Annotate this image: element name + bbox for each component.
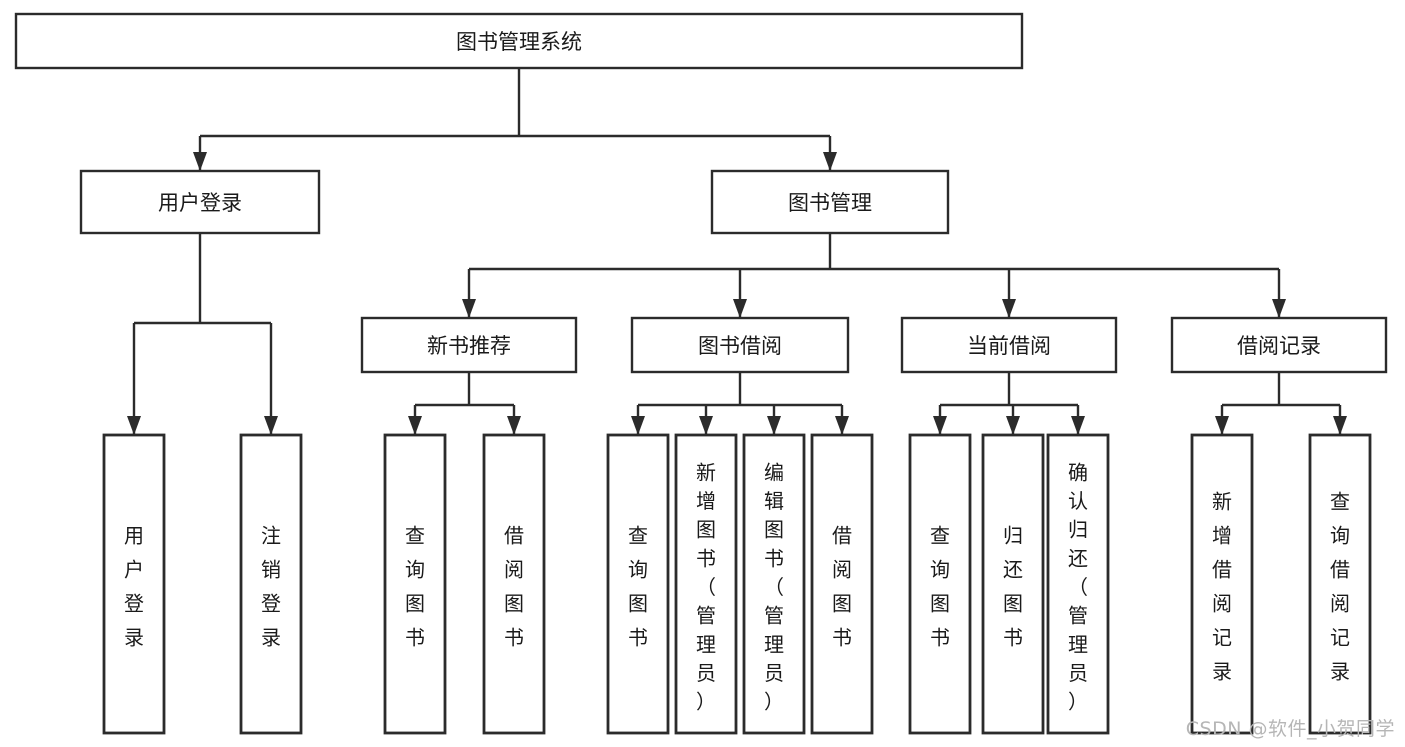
node-leaf-confirm-return[interactable]: 确认归还（管理员） <box>1046 433 1110 735</box>
node-book-borrow[interactable]: 图书借阅 <box>630 316 850 374</box>
node-label: 归还图书 <box>1003 524 1023 650</box>
node-label: 借阅图书 <box>832 524 852 650</box>
node-leaf-add-record[interactable]: 新增借阅记录 <box>1190 433 1254 735</box>
node-leaf-query-book-3[interactable]: 查询图书 <box>908 433 972 735</box>
node-root-system[interactable]: 图书管理系统 <box>14 12 1024 70</box>
connectors-layer <box>127 68 1347 435</box>
node-leaf-edit-book[interactable]: 编辑图书（管理员） <box>742 433 806 735</box>
node-label: 查询图书 <box>628 524 648 650</box>
node-leaf-user-login[interactable]: 用户登录 <box>102 433 166 735</box>
node-label: 查询图书 <box>405 524 425 650</box>
node-leaf-return-book[interactable]: 归还图书 <box>981 433 1045 735</box>
node-label: 编辑图书（管理员） <box>764 460 784 713</box>
node-label: 用户登录 <box>158 191 242 215</box>
node-leaf-query-book-1[interactable]: 查询图书 <box>383 433 447 735</box>
nodes-layer: 图书管理系统用户登录图书管理新书推荐图书借阅当前借阅借阅记录用户登录注销登录查询… <box>14 12 1388 735</box>
node-label: 图书管理 <box>788 191 872 215</box>
node-new-book-recommend[interactable]: 新书推荐 <box>360 316 578 374</box>
node-label: 借阅图书 <box>504 524 524 650</box>
node-label: 注销登录 <box>261 524 281 650</box>
node-leaf-borrow-book-1[interactable]: 借阅图书 <box>482 433 546 735</box>
node-leaf-borrow-book-2[interactable]: 借阅图书 <box>810 433 874 735</box>
node-leaf-add-book[interactable]: 新增图书（管理员） <box>674 433 738 735</box>
node-label: 查询图书 <box>930 524 950 650</box>
node-label: 图书管理系统 <box>456 30 582 54</box>
node-book-management[interactable]: 图书管理 <box>710 169 950 235</box>
node-user-login[interactable]: 用户登录 <box>79 169 321 235</box>
node-label: 借阅记录 <box>1237 334 1321 358</box>
node-leaf-logout-login[interactable]: 注销登录 <box>239 433 303 735</box>
node-label: 查询借阅记录 <box>1330 490 1350 684</box>
node-leaf-query-book-2[interactable]: 查询图书 <box>606 433 670 735</box>
node-label: 新书推荐 <box>427 334 511 358</box>
node-label: 新增图书（管理员） <box>696 460 716 713</box>
node-borrow-record[interactable]: 借阅记录 <box>1170 316 1388 374</box>
node-label: 确认归还（管理员） <box>1068 460 1088 713</box>
node-label: 新增借阅记录 <box>1212 490 1232 684</box>
node-leaf-query-record[interactable]: 查询借阅记录 <box>1308 433 1372 735</box>
node-label: 用户登录 <box>124 524 144 650</box>
node-label: 图书借阅 <box>698 334 782 358</box>
node-current-borrow[interactable]: 当前借阅 <box>900 316 1118 374</box>
node-label: 当前借阅 <box>967 334 1051 358</box>
